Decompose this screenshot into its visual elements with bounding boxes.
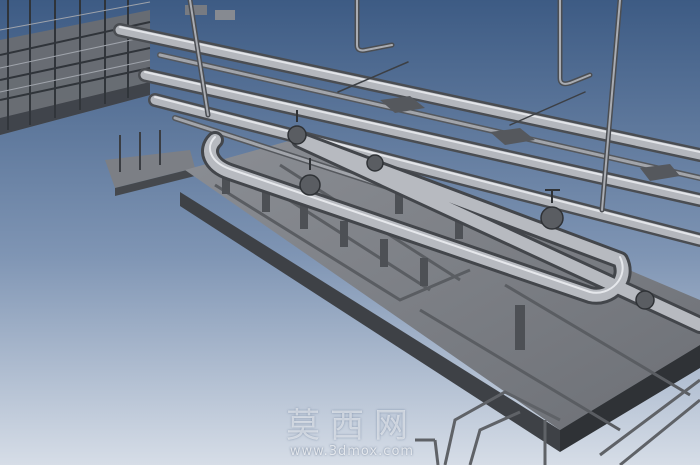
watermark-url: www.3dmox.com — [289, 444, 415, 459]
drop-pipes — [187, 0, 623, 213]
small-platform — [105, 130, 195, 196]
rack-beams — [380, 96, 680, 181]
deck-posts — [222, 170, 525, 350]
stair-railing — [415, 378, 700, 465]
watermark-brand: 莫西网 — [286, 406, 418, 446]
main-pipes — [113, 23, 700, 247]
u-loop-pipe — [201, 131, 700, 334]
valves — [287, 110, 655, 310]
